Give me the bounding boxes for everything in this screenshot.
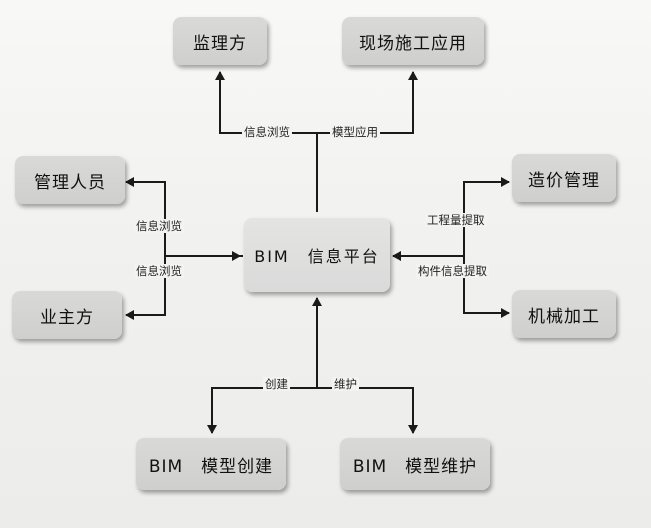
node-platform-label: BIM 信息平台 xyxy=(254,247,380,266)
edge-label-browse-top: 信息浏览 xyxy=(242,125,292,139)
node-owner-label: 业主方 xyxy=(40,307,94,328)
node-site-app: 现场施工应用 xyxy=(342,17,484,65)
edge-label-browse-managers: 信息浏览 xyxy=(134,219,184,233)
node-cost-mgmt-label: 造价管理 xyxy=(528,170,600,191)
node-owner: 业主方 xyxy=(12,291,122,339)
node-model-maint-label: BIM 模型维护 xyxy=(352,456,478,477)
edge-label-maintain: 维护 xyxy=(332,377,359,391)
node-supervisor: 监理方 xyxy=(173,17,267,65)
edge-to-model-create xyxy=(207,387,317,434)
edge-label-quantity-extract: 工程量提取 xyxy=(425,213,487,227)
node-site-app-label: 现场施工应用 xyxy=(359,33,467,54)
node-model-create-label: BIM 模型创建 xyxy=(148,456,274,477)
edge-label-model-app: 模型应用 xyxy=(330,125,380,139)
node-model-create: BIM 模型创建 xyxy=(136,438,286,490)
edge-label-create: 创建 xyxy=(263,377,290,391)
edge-to-cost xyxy=(463,177,510,256)
edge-to-site-app xyxy=(317,71,418,134)
edge-to-model-maint xyxy=(317,387,418,434)
node-machining-label: 机械加工 xyxy=(528,306,600,327)
node-supervisor-label: 监理方 xyxy=(193,33,247,54)
node-managers-label: 管理人员 xyxy=(34,172,106,193)
node-managers: 管理人员 xyxy=(15,156,125,204)
edge-label-component-extract: 构件信息提取 xyxy=(416,264,489,278)
node-model-maint: BIM 模型维护 xyxy=(340,438,490,490)
node-platform: BIM 信息平台 xyxy=(244,218,390,292)
edge-label-browse-owner: 信息浏览 xyxy=(134,264,184,278)
node-machining: 机械加工 xyxy=(512,290,616,338)
edge-to-supervisor xyxy=(215,71,317,134)
node-cost-mgmt: 造价管理 xyxy=(512,154,616,202)
